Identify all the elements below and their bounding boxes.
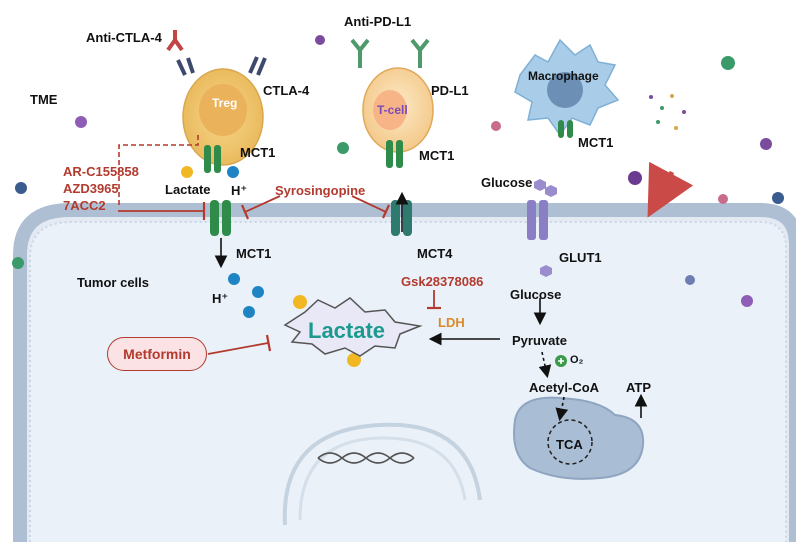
acetyl-coa-label: Acetyl-CoA (529, 380, 600, 395)
anti-ctla4-label: Anti-CTLA-4 (86, 30, 162, 45)
gsk-label: Gsk28378086 (401, 274, 484, 289)
tme-particles (12, 35, 784, 307)
o2-label: O₂ (570, 354, 584, 366)
inhibition-lines (118, 132, 441, 355)
inhibitor-azd3965: AZD3965 (63, 181, 119, 196)
pyruvate-label: Pyruvate (512, 333, 567, 348)
o2-plus-icon (555, 355, 567, 367)
atp-label: ATP (626, 380, 652, 395)
mct4-transporter-icon (391, 200, 412, 236)
t-cell-icon (362, 67, 434, 168)
glut1-label: GLUT1 (559, 250, 602, 265)
mct1-membrane-label: MCT1 (236, 246, 272, 261)
anti-pdl1-label: Anti-PD-L1 (344, 14, 412, 29)
mitochondrion-icon (513, 396, 645, 480)
nucleus (282, 422, 482, 526)
inhibitor-7acc2: 7ACC2 (63, 198, 106, 213)
tumor-cell (13, 203, 796, 542)
metformin-label: Metformin (107, 337, 207, 371)
syrosingopine-label: Syrosingopine (275, 183, 366, 198)
ctla4-receptor-icon (176, 56, 267, 76)
tca-label: TCA (556, 437, 583, 452)
anti-ctla4-antibody-icon (166, 30, 184, 52)
h-inside-label: H⁺ (212, 291, 229, 306)
flow-arrows (214, 191, 648, 422)
glucose-inside-label: Glucose (510, 287, 562, 302)
tme-label: TME (30, 92, 58, 107)
glut1-transporter-icon (527, 200, 548, 240)
mct4-label: MCT4 (417, 246, 453, 261)
macrophage-icon (514, 38, 620, 138)
mct1-tcell-label: MCT1 (419, 148, 455, 163)
anti-pdl1-antibody-icon (350, 38, 430, 68)
lactate-burst-icon (283, 297, 423, 357)
pdl1-label: PD-L1 (431, 83, 469, 98)
mct1-treg-label: MCT1 (240, 145, 276, 160)
mct1-macrophage-label: MCT1 (578, 135, 614, 150)
h-top-label: H⁺ (231, 183, 248, 198)
inhibitor-arc155858: AR-C155858 (63, 164, 139, 179)
treg-cell-icon (182, 68, 264, 173)
treg-label: Treg (212, 96, 238, 110)
glucose-top-label: Glucose (481, 175, 533, 190)
tcell-label: T-cell (377, 103, 408, 117)
ctla4-label: CTLA-4 (263, 83, 310, 98)
dna-helix-icon (317, 452, 415, 464)
lactate-top-label: Lactate (165, 182, 211, 197)
tumor-cells-label: Tumor cells (77, 275, 150, 290)
macrophage-label: Macrophage (528, 69, 599, 83)
mct1-transporter-icon (210, 200, 231, 236)
ldh-label: LDH (438, 315, 465, 330)
lactate-center-label: Lactate (308, 318, 386, 343)
h-ion-molecules (227, 166, 264, 318)
glucose-molecules (534, 179, 557, 277)
